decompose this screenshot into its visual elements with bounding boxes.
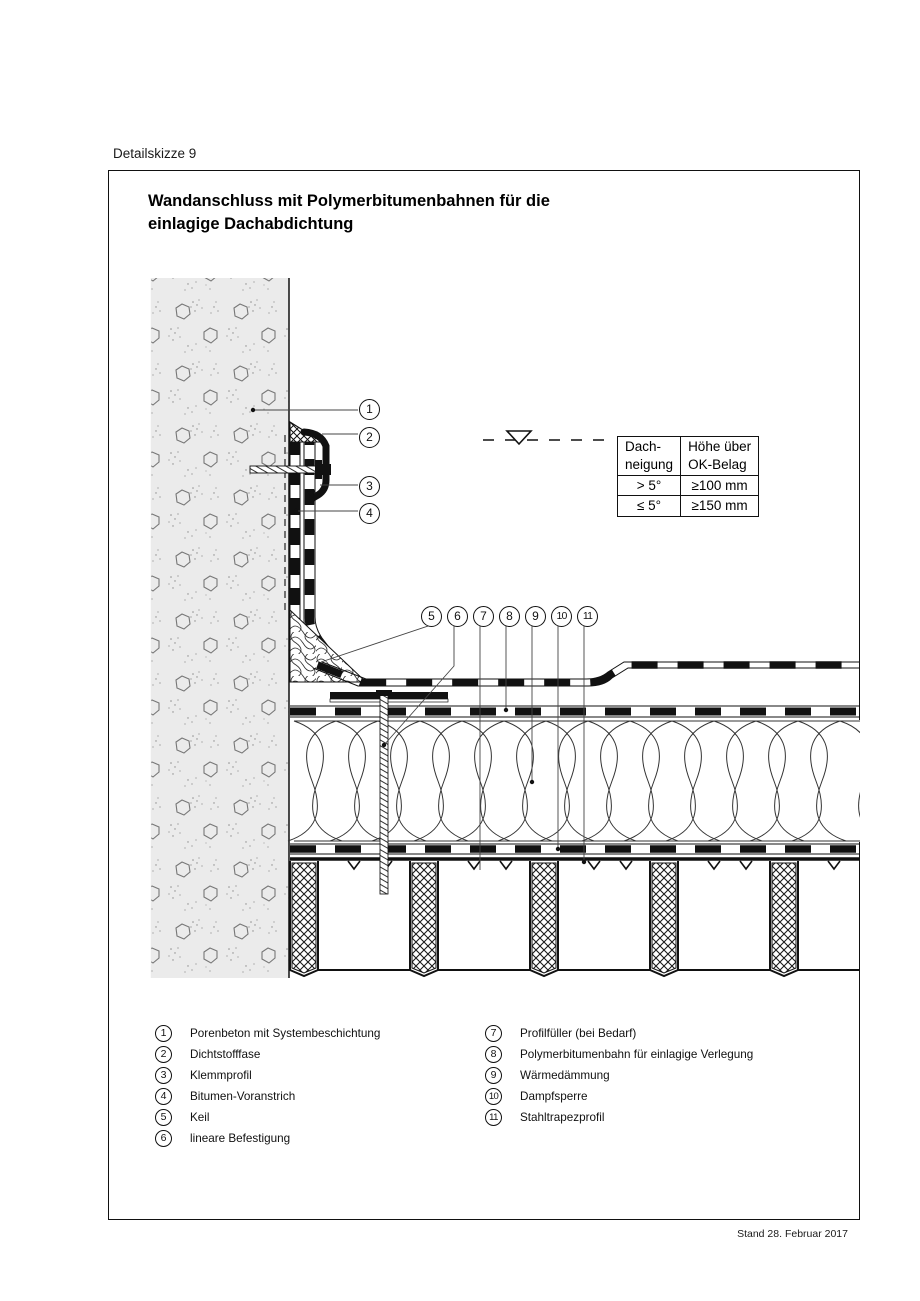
callout-3: 3 xyxy=(359,476,380,497)
legend-column-right: 7 Profilfüller (bei Bedarf) 8 Polymerbit… xyxy=(485,1023,753,1128)
header-slope-line1: Dach- xyxy=(625,439,662,454)
header-height-line2: OK-Belag xyxy=(688,456,747,472)
legend-number-1: 1 xyxy=(155,1025,172,1042)
table-row: ≤ 5° ≥150 mm xyxy=(616,495,760,518)
height-value-1: ≥100 mm xyxy=(680,474,760,497)
legend-label-1: Porenbeton mit Systembeschichtung xyxy=(190,1027,381,1040)
revision-date: Stand 28. Februar 2017 xyxy=(737,1228,848,1240)
roof-slope-height-table: Dach- neigung Höhe über OK-Belag > 5° ≥1… xyxy=(616,436,760,518)
list-item: 2 Dichtstofffase xyxy=(155,1044,380,1065)
legend-label-5: Keil xyxy=(190,1111,210,1124)
callout-11: 11 xyxy=(577,606,598,627)
legend-number-10: 10 xyxy=(485,1088,502,1105)
legend-column-left: 1 Porenbeton mit Systembeschichtung 2 Di… xyxy=(155,1023,380,1149)
legend-label-4: Bitumen-Voranstrich xyxy=(190,1090,296,1103)
table-header-row: Dach- neigung Höhe über OK-Belag xyxy=(616,436,760,476)
legend-label-6: lineare Befestigung xyxy=(190,1132,291,1145)
sheet-label: Detailskizze 9 xyxy=(113,146,197,161)
header-height-line1: Höhe über xyxy=(688,439,752,454)
callout-2: 2 xyxy=(359,427,380,448)
title-line-2: einlagige Dachabdichtung xyxy=(148,215,354,234)
callout-9: 9 xyxy=(525,606,546,627)
legend-label-11: Stahltrapezprofil xyxy=(520,1111,605,1124)
callout-4: 4 xyxy=(359,503,380,524)
legend-number-9: 9 xyxy=(485,1067,502,1084)
list-item: 3 Klemmprofil xyxy=(155,1065,380,1086)
list-item: 11 Stahltrapezprofil xyxy=(485,1107,753,1128)
callout-8: 8 xyxy=(499,606,520,627)
list-item: 4 Bitumen-Voranstrich xyxy=(155,1086,380,1107)
legend-label-10: Dampfsperre xyxy=(520,1090,588,1103)
header-slope-line2: neigung xyxy=(625,456,674,472)
callout-1: 1 xyxy=(359,399,380,420)
header-height: Höhe über OK-Belag xyxy=(680,436,760,476)
legend-label-8: Polymerbitumenbahn für einlagige Verlegu… xyxy=(520,1048,754,1061)
legend-number-5: 5 xyxy=(155,1109,172,1126)
legend-number-7: 7 xyxy=(485,1025,502,1042)
legend-label-3: Klemmprofil xyxy=(190,1069,252,1082)
table-row: > 5° ≥100 mm xyxy=(616,474,760,497)
list-item: 7 Profilfüller (bei Bedarf) xyxy=(485,1023,753,1044)
legend-number-6: 6 xyxy=(155,1130,172,1147)
callout-7: 7 xyxy=(473,606,494,627)
page-title: Wandanschluss mit Polymerbitumenbahnen f… xyxy=(148,190,708,237)
callout-6: 6 xyxy=(447,606,468,627)
height-value-2: ≥150 mm xyxy=(680,495,760,518)
legend-number-4: 4 xyxy=(155,1088,172,1105)
list-item: 6 lineare Befestigung xyxy=(155,1128,380,1149)
title-line-1: Wandanschluss mit Polymerbitumenbahnen f… xyxy=(148,192,550,210)
list-item: 9 Wärmedämmung xyxy=(485,1065,753,1086)
legend-number-2: 2 xyxy=(155,1046,172,1063)
slope-value-2: ≤ 5° xyxy=(616,495,682,518)
callout-5: 5 xyxy=(421,606,442,627)
legend-label-7: Profilfüller (bei Bedarf) xyxy=(520,1027,637,1040)
legend-number-8: 8 xyxy=(485,1046,502,1063)
legend-label-2: Dichtstofffase xyxy=(190,1048,261,1061)
list-item: 10 Dampfsperre xyxy=(485,1086,753,1107)
header-slope: Dach- neigung xyxy=(616,436,682,476)
list-item: 1 Porenbeton mit Systembeschichtung xyxy=(155,1023,380,1044)
legend-number-11: 11 xyxy=(485,1109,502,1126)
list-item: 8 Polymerbitumenbahn für einlagige Verle… xyxy=(485,1044,753,1065)
slope-value-1: > 5° xyxy=(616,474,682,497)
legend-number-3: 3 xyxy=(155,1067,172,1084)
callout-10: 10 xyxy=(551,606,572,627)
list-item: 5 Keil xyxy=(155,1107,380,1128)
legend-label-9: Wärmedämmung xyxy=(520,1069,610,1082)
